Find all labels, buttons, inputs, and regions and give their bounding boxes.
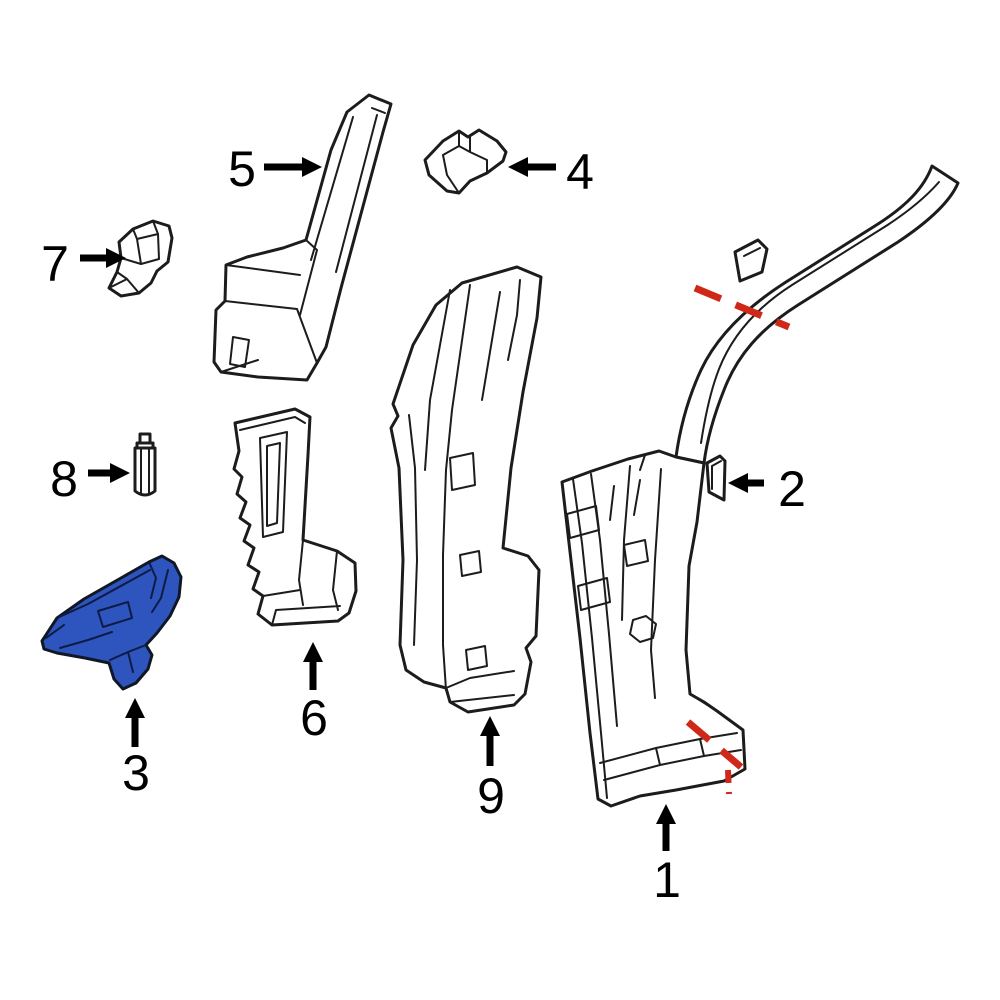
callout-9-arrowhead	[480, 716, 500, 736]
callout-9-label: 9	[477, 768, 505, 824]
part-1-rail-detail	[700, 181, 940, 444]
callout-4-label: 4	[566, 144, 594, 200]
part-4-bracket-drawing	[423, 128, 508, 195]
part-1-pillar-slots	[566, 505, 649, 611]
callout-1: 1	[653, 804, 681, 908]
part-6-outline	[232, 407, 358, 627]
part-2-wedge-clip-drawing	[705, 454, 727, 502]
part-1-rail-tab-detail	[743, 247, 761, 257]
part-3-detail	[45, 561, 169, 673]
part-1-rail-tab	[733, 238, 769, 283]
callout-2-arrowhead	[728, 473, 748, 493]
part-2-outline	[705, 454, 727, 502]
part-6-slot	[259, 431, 288, 538]
callout-8: 8	[50, 451, 130, 507]
callout-6: 6	[300, 642, 328, 746]
callout-1-label: 1	[653, 852, 681, 908]
callout-3-arrowhead	[125, 698, 145, 718]
part-8-body	[133, 446, 157, 497]
callout-8-arrowhead	[110, 463, 130, 483]
callout-7-label: 7	[41, 236, 69, 292]
cut-line-lower-tick	[725, 769, 732, 795]
part-1-foot-detail	[599, 693, 742, 781]
part-4-detail	[442, 130, 488, 194]
part-3-highlighted-panel-drawing	[40, 554, 183, 691]
part-9-pillar-inner-drawing	[389, 265, 543, 714]
cut-line-lower	[685, 719, 744, 770]
part-9-outline	[389, 265, 543, 714]
part-6-detail	[239, 416, 341, 626]
callout-1-arrowhead	[656, 804, 676, 824]
cut-lines	[685, 284, 791, 795]
part-3-outline	[40, 554, 183, 691]
part-6-pillar-lower-drawing	[232, 407, 358, 627]
callout-8-label: 8	[50, 451, 78, 507]
part-7-detail	[108, 220, 160, 294]
callout-2-label: 2	[778, 461, 806, 517]
part-5-outline	[212, 93, 393, 382]
part-5-pillar-reinforcement-drawing	[212, 93, 393, 382]
callout-6-label: 6	[300, 690, 328, 746]
callout-7: 7	[41, 236, 126, 292]
part-8-pin-fastener-drawing	[133, 432, 157, 497]
callout-5-arrowhead	[302, 157, 322, 177]
part-1-pillar-outline	[560, 449, 747, 808]
part-9-detail	[408, 279, 521, 703]
part-1-pillar-detail	[572, 454, 662, 799]
callout-4-arrowhead	[508, 157, 528, 177]
callout-3-label: 3	[122, 745, 150, 801]
part-4-outline	[423, 128, 508, 195]
part-5-slot	[229, 336, 250, 368]
part-8-detail	[140, 447, 150, 495]
part-7-clip-bracket-drawing	[107, 219, 174, 298]
callout-5-label: 5	[228, 141, 256, 197]
cut-line-upper	[693, 284, 791, 331]
callout-4: 4	[508, 144, 594, 200]
part-1-hinge-pillar-drawing	[560, 164, 960, 808]
callout-2: 2	[728, 461, 806, 517]
part-5-detail	[220, 107, 386, 373]
callout-3: 3	[122, 698, 150, 801]
part-1-hexagon-hole	[629, 615, 657, 643]
callout-5: 5	[228, 141, 322, 197]
callout-9: 9	[477, 716, 505, 824]
callout-6-arrowhead	[303, 642, 323, 662]
part-1-rail-outline	[674, 164, 960, 465]
part-2-detail	[711, 460, 722, 490]
callout-7-arrowhead	[106, 248, 126, 268]
part-9-slots	[449, 452, 488, 671]
